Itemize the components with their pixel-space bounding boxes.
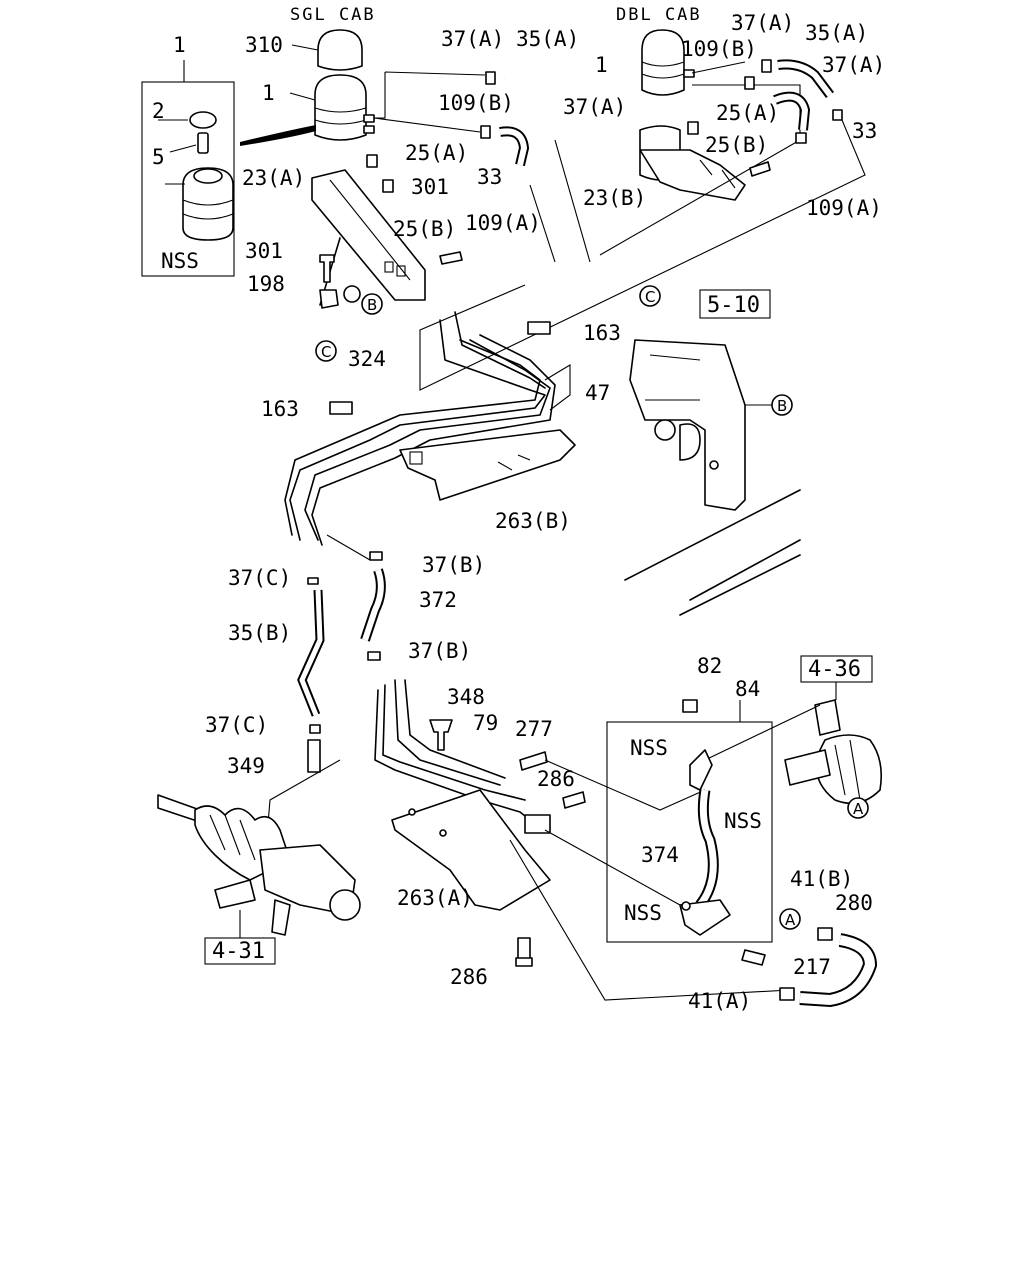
callout-c1b: 1 <box>262 81 275 105</box>
callout-c109a2: 109(A) <box>806 196 882 220</box>
callout-c349: 349 <box>227 754 265 778</box>
callout-cnss1: NSS <box>161 249 199 273</box>
callout-c109b2: 109(B) <box>681 37 757 61</box>
callout-c286a: 286 <box>537 767 575 791</box>
callout-c37a2: 37(A) <box>563 95 626 119</box>
callout-c301a: 301 <box>411 175 449 199</box>
callout-c37a4: 37(A) <box>822 53 885 77</box>
svg-text:C: C <box>645 288 655 306</box>
circle-marker-c2: C <box>639 285 661 307</box>
callout-c109a1: 109(A) <box>465 211 541 235</box>
callout-c37a1: 37(A) <box>441 27 504 51</box>
callout-c217: 217 <box>793 955 831 979</box>
callout-c25b2: 25(B) <box>705 133 768 157</box>
ref-box-5-10 <box>699 289 771 319</box>
callout-c348: 348 <box>447 685 485 709</box>
circle-marker-c1: C <box>315 340 337 362</box>
pipe-assembly-47 <box>284 311 576 546</box>
sgl-cab-reservoir <box>240 29 375 146</box>
callout-c25a2: 25(A) <box>716 101 779 125</box>
svg-text:B: B <box>367 296 377 314</box>
callout-c310: 310 <box>245 33 283 57</box>
callout-c5: 5 <box>152 145 165 169</box>
callout-c35a1: 35(A) <box>516 27 579 51</box>
header-sgl-cab: SGL CAB <box>290 5 376 25</box>
callout-c25b1: 25(B) <box>393 217 456 241</box>
callout-c37c2: 37(C) <box>205 713 268 737</box>
callout-c163a: 163 <box>583 321 621 345</box>
ref-4-31[interactable]: 4-31 <box>212 939 265 964</box>
power-steering-pump <box>704 655 883 805</box>
callout-c23a: 23(A) <box>242 166 305 190</box>
ref-4-36[interactable]: 4-36 <box>808 657 861 682</box>
svg-text:B: B <box>777 397 787 415</box>
frame-bracket-area <box>624 339 801 616</box>
callout-c286b: 286 <box>450 965 488 989</box>
callout-cnss3: NSS <box>724 809 762 833</box>
svg-text:A: A <box>785 911 796 929</box>
dbl-cab-reservoir <box>599 29 801 256</box>
callout-c263a: 263(A) <box>397 886 473 910</box>
steering-gear <box>157 794 361 965</box>
callout-c280: 280 <box>835 891 873 915</box>
callout-c163b: 163 <box>261 397 299 421</box>
sgl-bolts <box>319 154 463 309</box>
callout-c324: 324 <box>348 347 386 371</box>
svg-text:A: A <box>853 800 864 818</box>
callout-c277: 277 <box>515 717 553 741</box>
callout-c41a: 41(A) <box>688 989 751 1013</box>
callout-c198: 198 <box>247 272 285 296</box>
callout-c79: 79 <box>473 711 498 735</box>
svg-text:C: C <box>321 343 331 361</box>
circle-marker-a2: A <box>779 908 801 930</box>
callout-c1c: 1 <box>595 53 608 77</box>
callout-c1: 1 <box>173 33 186 57</box>
callout-c37c1: 37(C) <box>228 566 291 590</box>
callout-c37b2: 37(B) <box>408 639 471 663</box>
lower-hoses <box>297 534 386 773</box>
callout-c372: 372 <box>419 588 457 612</box>
callout-c2: 2 <box>152 99 165 123</box>
header-dbl-cab: DBL CAB <box>616 5 702 25</box>
callout-cnss2: NSS <box>630 736 668 760</box>
callout-c263b: 263(B) <box>495 509 571 533</box>
callout-c37a3: 37(A) <box>731 11 794 35</box>
lower-pipe-group <box>264 679 791 1001</box>
callout-c82: 82 <box>697 654 722 678</box>
ref-5-10[interactable]: 5-10 <box>707 293 760 318</box>
callout-c301b: 301 <box>245 239 283 263</box>
callout-c84: 84 <box>735 677 760 701</box>
circle-marker-a1: A <box>847 797 869 819</box>
circle-marker-b1: B <box>361 293 383 315</box>
callout-c35a2: 35(A) <box>805 21 868 45</box>
reservoir-kit-inset <box>141 60 235 277</box>
callout-c33b: 33 <box>852 119 877 143</box>
callout-c47: 47 <box>585 381 610 405</box>
callout-c25a1: 25(A) <box>405 141 468 165</box>
inset-box-84 <box>606 699 773 966</box>
callout-c35b: 35(B) <box>228 621 291 645</box>
sgl-hoses <box>373 71 591 263</box>
callout-c374: 374 <box>641 843 679 867</box>
callout-c109b1: 109(B) <box>438 91 514 115</box>
callout-cnss4: NSS <box>624 901 662 925</box>
circle-marker-b2: B <box>771 394 793 416</box>
callout-c37b1: 37(B) <box>422 553 485 577</box>
callout-c33a: 33 <box>477 165 502 189</box>
hose-280 <box>779 927 878 1008</box>
callout-c23b: 23(B) <box>583 186 646 210</box>
callout-c41b: 41(B) <box>790 867 853 891</box>
